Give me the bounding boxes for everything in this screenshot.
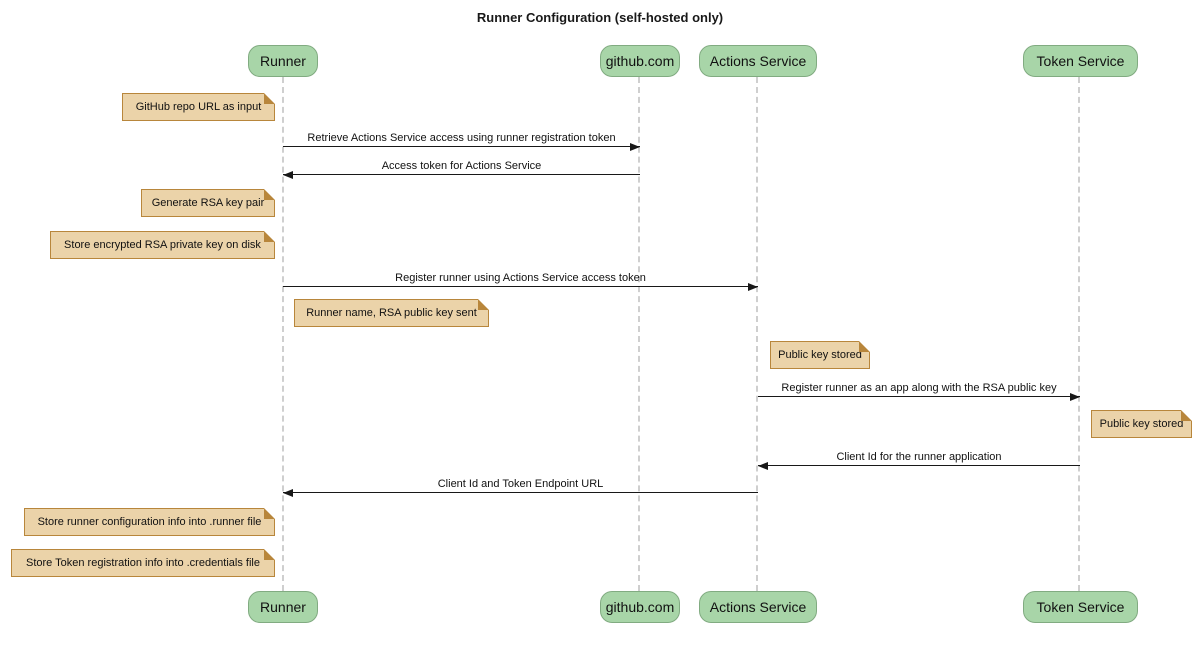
- arrowhead-right-icon: [630, 143, 640, 151]
- note-runner-name-public-key: Runner name, RSA public key sent: [294, 299, 489, 327]
- message-retrieve-access-label: Retrieve Actions Service access using ru…: [307, 132, 616, 144]
- arrowhead-left-icon: [283, 171, 293, 179]
- participant-token-service-bottom: Token Service: [1023, 591, 1138, 623]
- message-register-runner-label: Register runner using Actions Service ac…: [395, 272, 646, 284]
- arrowhead-right-icon: [748, 283, 758, 291]
- diagram-title: Runner Configuration (self-hosted only): [476, 10, 724, 25]
- participant-github-top: github.com: [600, 45, 680, 77]
- message-register-app-line: [758, 396, 1080, 397]
- participant-actions-service-bottom: Actions Service: [699, 591, 817, 623]
- message-access-token-line: [283, 174, 640, 175]
- lifeline-actions-service: [756, 77, 758, 591]
- participant-runner-top: Runner: [248, 45, 318, 77]
- note-store-private-key: Store encrypted RSA private key on disk: [50, 231, 275, 259]
- message-client-id-label: Client Id for the runner application: [836, 451, 1002, 463]
- arrowhead-right-icon: [1070, 393, 1080, 401]
- note-github-repo-url: GitHub repo URL as input: [122, 93, 275, 121]
- participant-github-bottom: github.com: [600, 591, 680, 623]
- message-access-token-label: Access token for Actions Service: [381, 160, 542, 172]
- participant-token-service-top: Token Service: [1023, 45, 1138, 77]
- message-client-id-endpoint-label: Client Id and Token Endpoint URL: [437, 478, 604, 490]
- lifeline-token-service: [1078, 77, 1080, 591]
- lifeline-runner: [282, 77, 284, 591]
- message-retrieve-access-line: [283, 146, 640, 147]
- lifeline-github: [638, 77, 640, 591]
- message-client-id-endpoint-line: [283, 492, 758, 493]
- message-client-id-line: [758, 465, 1080, 466]
- participant-actions-service-top: Actions Service: [699, 45, 817, 77]
- note-store-runner-file: Store runner configuration info into .ru…: [24, 508, 275, 536]
- participant-runner-bottom: Runner: [248, 591, 318, 623]
- arrowhead-left-icon: [758, 462, 768, 470]
- message-register-runner-line: [283, 286, 758, 287]
- note-store-credentials-file: Store Token registration info into .cred…: [11, 549, 275, 577]
- note-public-key-stored-token: Public key stored: [1091, 410, 1192, 438]
- note-generate-rsa-key: Generate RSA key pair: [141, 189, 275, 217]
- message-register-app-label: Register runner as an app along with the…: [781, 382, 1057, 394]
- note-public-key-stored-actions: Public key stored: [770, 341, 870, 369]
- arrowhead-left-icon: [283, 489, 293, 497]
